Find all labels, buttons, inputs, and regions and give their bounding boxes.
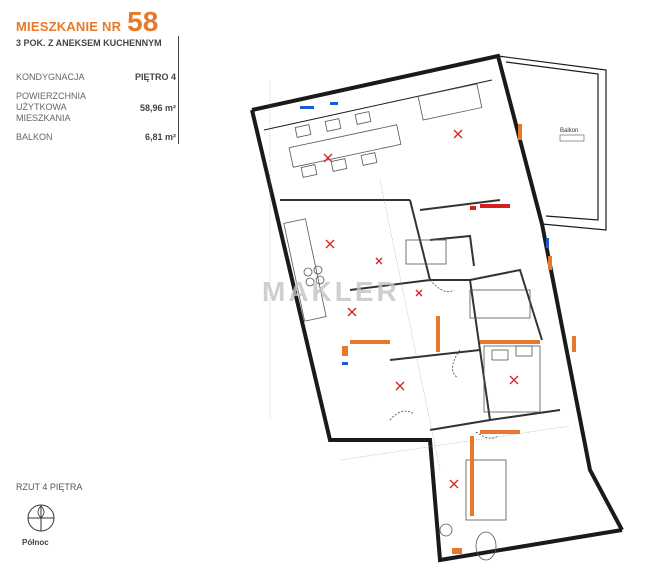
compass-icon [27, 504, 55, 532]
blue-fixtures [300, 102, 549, 365]
balcony-label: BALKON [16, 132, 53, 142]
apartment-info: KONDYGNACJA PIĘTRO 4 POWIERZCHNIA UŻYTKO… [16, 72, 176, 151]
floor-label: KONDYGNACJA [16, 72, 85, 82]
red-wall-items [470, 204, 510, 210]
balcony-outline [497, 55, 607, 231]
compass-label: Północ [22, 538, 49, 547]
apartment-number: 58 [127, 6, 159, 37]
area-label: POWIERZCHNIA UŻYTKOWA MIESZKANIA [16, 91, 86, 123]
red-markers [323, 129, 519, 489]
area-value: 58,96 m² [139, 103, 176, 113]
interior-walls [280, 199, 561, 431]
title-row: MIESZKANIE NR 58 [16, 8, 186, 36]
apartment-title: MIESZKANIE NR [16, 19, 122, 34]
info-row-area: POWIERZCHNIA UŻYTKOWA MIESZKANIA 58,96 m… [16, 91, 176, 124]
apartment-subtitle: 3 POK. Z ANEKSEM KUCHENNYM [16, 38, 162, 48]
dimension-lines [269, 80, 571, 471]
apartment-header: MIESZKANIE NR 58 3 POK. Z ANEKSEM KUCHEN… [16, 8, 186, 49]
plan-caption: RZUT 4 PIĘTRA [16, 482, 83, 492]
balcony-area-tag [559, 134, 585, 142]
header-divider [178, 36, 179, 144]
floor-plan: Balkon [250, 53, 624, 563]
furniture [283, 83, 541, 561]
info-row-floor: KONDYGNACJA PIĘTRO 4 [16, 72, 176, 83]
floor-value: PIĘTRO 4 [134, 72, 176, 82]
info-row-balcony: BALKON 6,81 m² [16, 132, 176, 143]
balcony-room-label: Balkon [560, 128, 578, 134]
orange-fixtures [342, 124, 576, 554]
makler-watermark: MAKLER [262, 276, 400, 307]
balcony-value: 6,81 m² [144, 132, 176, 142]
